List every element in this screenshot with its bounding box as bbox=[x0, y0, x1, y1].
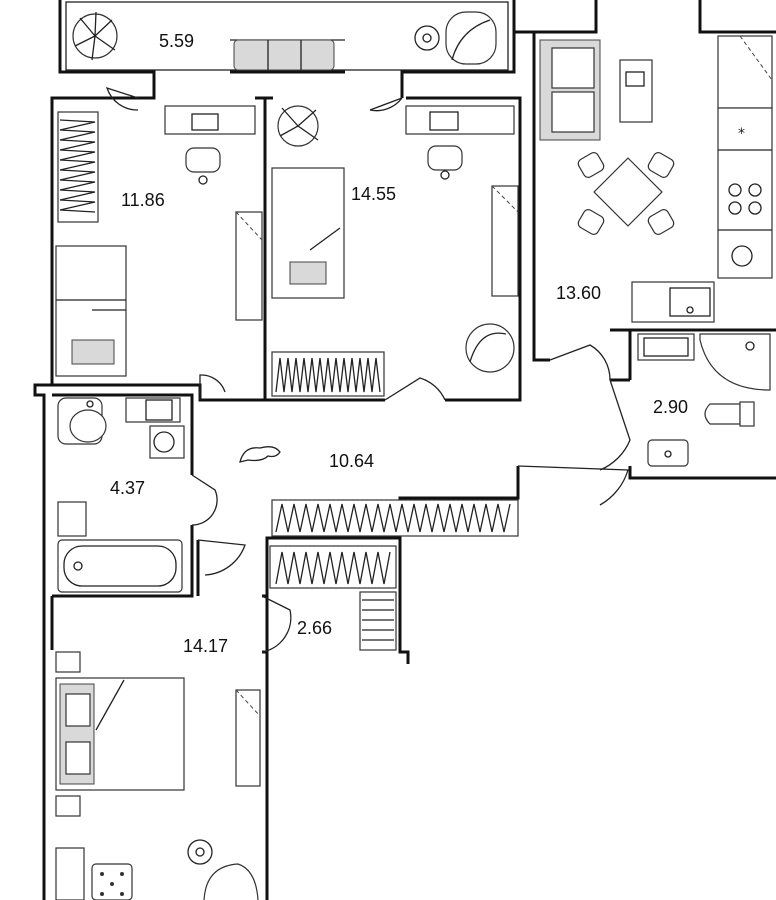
balcony-area-label: 5.59 bbox=[159, 31, 194, 51]
tv-left bbox=[235, 211, 263, 321]
cat-figure bbox=[239, 446, 281, 463]
svg-text:*: * bbox=[738, 126, 745, 142]
bathroom-area-label: 4.37 bbox=[110, 478, 145, 498]
master-bedroom-area-label: 14.17 bbox=[183, 636, 228, 656]
kitchen-counter: * bbox=[631, 35, 773, 323]
sofa-kitchen bbox=[539, 39, 601, 141]
bed-middle bbox=[271, 167, 345, 299]
wc-area-label: 2.90 bbox=[653, 397, 688, 417]
armchair-middle bbox=[465, 323, 515, 373]
tv-master bbox=[235, 689, 261, 787]
bedroom-left-area-label: 11.86 bbox=[121, 190, 165, 210]
wc-fixtures bbox=[637, 333, 771, 467]
hall-wardrobe bbox=[271, 499, 519, 537]
plant-middle bbox=[277, 105, 319, 147]
bed-left bbox=[55, 245, 127, 377]
bed-master bbox=[55, 651, 185, 817]
desk-middle bbox=[405, 105, 515, 180]
armchair-balcony bbox=[414, 11, 497, 65]
bathroom-fixtures bbox=[57, 397, 185, 593]
wardrobe-left bbox=[57, 111, 99, 223]
doors bbox=[105, 86, 631, 653]
wardrobe-middle bbox=[271, 351, 385, 397]
plant-balcony bbox=[72, 11, 118, 61]
kitchen-area-label: 13.60 bbox=[556, 283, 601, 303]
dining-table bbox=[577, 152, 675, 235]
desk-left bbox=[164, 105, 256, 185]
interior-walls bbox=[50, 32, 776, 654]
hall-area-label: 10.64 bbox=[329, 451, 374, 471]
closet-shelves bbox=[269, 545, 397, 651]
master-extras bbox=[55, 839, 259, 900]
balcony-rail bbox=[65, 1, 509, 71]
closet-area-label: 2.66 bbox=[297, 618, 332, 638]
tv-kitchen bbox=[619, 59, 653, 123]
tv-middle bbox=[491, 185, 519, 297]
bedroom-middle-area-label: 14.55 bbox=[351, 184, 396, 204]
